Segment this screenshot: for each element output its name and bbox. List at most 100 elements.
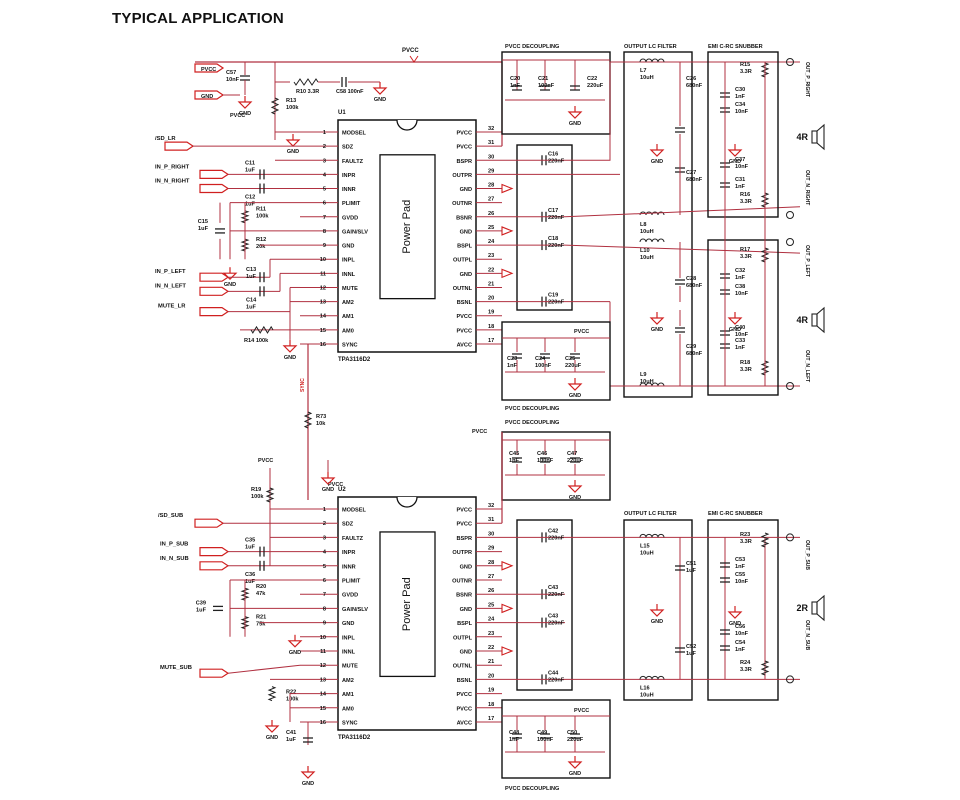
- ground-symbol: [372, 87, 388, 95]
- pin-number: 20: [488, 673, 494, 679]
- component-ref: C32: [735, 268, 745, 274]
- speaker-icon: [816, 123, 825, 151]
- pin-name: GAIN/SLV: [342, 229, 368, 235]
- pin-name: SYNC: [342, 721, 358, 727]
- pin-number: 14: [320, 692, 327, 698]
- component-ref: L16: [640, 685, 650, 691]
- component-value: 220nF: [548, 243, 565, 249]
- ground-label: GND: [284, 355, 296, 361]
- power-pad-label: Power Pad: [401, 200, 413, 254]
- component-ref: L10: [640, 248, 650, 254]
- component-value: 10k: [316, 421, 326, 427]
- component-value: 1uF: [196, 607, 207, 613]
- output-terminal: [786, 533, 794, 542]
- net-label: OUT_P_LEFT: [804, 245, 810, 277]
- component-value: 1nF: [735, 275, 746, 281]
- component-value: 1nF: [735, 564, 746, 570]
- pin-name: PVCC: [456, 145, 472, 151]
- bootstrap-box: [516, 519, 573, 691]
- component-value: 220nF: [548, 592, 565, 598]
- net-label: IN_P_RIGHT: [155, 164, 190, 170]
- ground-symbol: [567, 761, 583, 769]
- ic-part: TPA3116D2: [338, 735, 371, 741]
- pin-name: OUTNL: [453, 664, 473, 670]
- pin-number: 7: [323, 215, 326, 221]
- output-terminal: [786, 675, 794, 684]
- net-label: PVCC: [230, 113, 245, 119]
- pin-name: MUTE: [342, 664, 358, 670]
- component-ref: C19: [548, 293, 558, 299]
- component-ref: C18: [548, 236, 558, 242]
- section-label: OUTPUT LC FILTER: [624, 511, 677, 517]
- inductor: [639, 533, 665, 538]
- component-ref: C40: [735, 325, 745, 331]
- net-label: GND: [201, 94, 213, 100]
- pin-name: PVCC: [456, 692, 472, 698]
- pin-name: MODSEL: [342, 131, 367, 137]
- component-ref: C53: [735, 557, 745, 563]
- pin-number: 20: [488, 296, 494, 302]
- pin-number: 31: [488, 517, 494, 523]
- component-value: 100nF: [537, 458, 554, 464]
- component-ref: C52: [686, 644, 696, 650]
- ground-symbol: [727, 611, 743, 619]
- component-value: 220nF: [548, 535, 565, 541]
- net-label: /SD_LR: [155, 136, 176, 142]
- component-value: 1uF: [245, 202, 256, 208]
- wire: [227, 664, 301, 674]
- component-value: 10uH: [640, 550, 654, 556]
- decoupling-box: [501, 51, 611, 135]
- pin-name: INNL: [342, 650, 356, 656]
- pin-name: GND: [460, 272, 472, 278]
- ground-symbol: [285, 139, 301, 147]
- net-label: IN_N_LEFT: [155, 283, 186, 289]
- component-value: 1nF: [510, 83, 521, 89]
- pin-number: 16: [320, 720, 326, 726]
- pin-number: 18: [488, 702, 494, 708]
- ground-label: GND: [569, 771, 581, 777]
- component-ref: C26: [686, 76, 696, 82]
- net-label: SYNC: [300, 378, 306, 392]
- net-label: MUTE_LR: [158, 304, 186, 310]
- ground-label: GND: [287, 149, 299, 155]
- component-ref: C27: [686, 170, 696, 176]
- component-ref: C20: [510, 76, 520, 82]
- pin-number: 22: [488, 645, 494, 651]
- pin-number: 3: [323, 158, 326, 164]
- pin-number: 8: [323, 229, 326, 235]
- component-ref: C41: [286, 730, 296, 736]
- ground-label: GND: [569, 121, 581, 127]
- speaker-icon: [816, 306, 825, 334]
- pin-name: BSNR: [456, 593, 472, 599]
- pin-name: AVCC: [457, 721, 472, 727]
- pin-number: 1: [323, 507, 326, 513]
- inductor: [639, 58, 665, 63]
- pin-name: BSPR: [456, 536, 472, 542]
- pin-name: BSPL: [457, 244, 473, 250]
- component-ref: C35: [245, 538, 255, 544]
- component-ref: C31: [735, 177, 745, 183]
- power-pad: [379, 531, 436, 678]
- wire: [564, 244, 801, 254]
- inductor: [639, 238, 665, 243]
- pin-number: 27: [488, 197, 494, 203]
- pin-name: AM2: [342, 300, 354, 306]
- ground-label: GND: [239, 111, 251, 117]
- component-value: 220uF: [567, 458, 584, 464]
- pvcc-marker: [409, 55, 419, 63]
- resistor: [270, 97, 280, 115]
- component-ref: C21: [538, 76, 548, 82]
- component-value: 220uF: [587, 83, 604, 89]
- component-value: 10uH: [640, 255, 654, 261]
- component-ref: L7: [640, 68, 647, 74]
- component-value: 3.3R: [740, 367, 752, 373]
- ground-label: GND: [729, 621, 741, 627]
- component-value: 1nF: [509, 458, 520, 464]
- pin-name: OUTNL: [453, 286, 473, 292]
- component-ref: C15: [198, 219, 208, 225]
- pin-name: SDZ: [342, 145, 354, 151]
- pin-number: 5: [323, 187, 326, 193]
- component-value: 1nF: [507, 363, 518, 369]
- pin-number: 9: [323, 621, 326, 627]
- pin-number: 11: [320, 271, 326, 277]
